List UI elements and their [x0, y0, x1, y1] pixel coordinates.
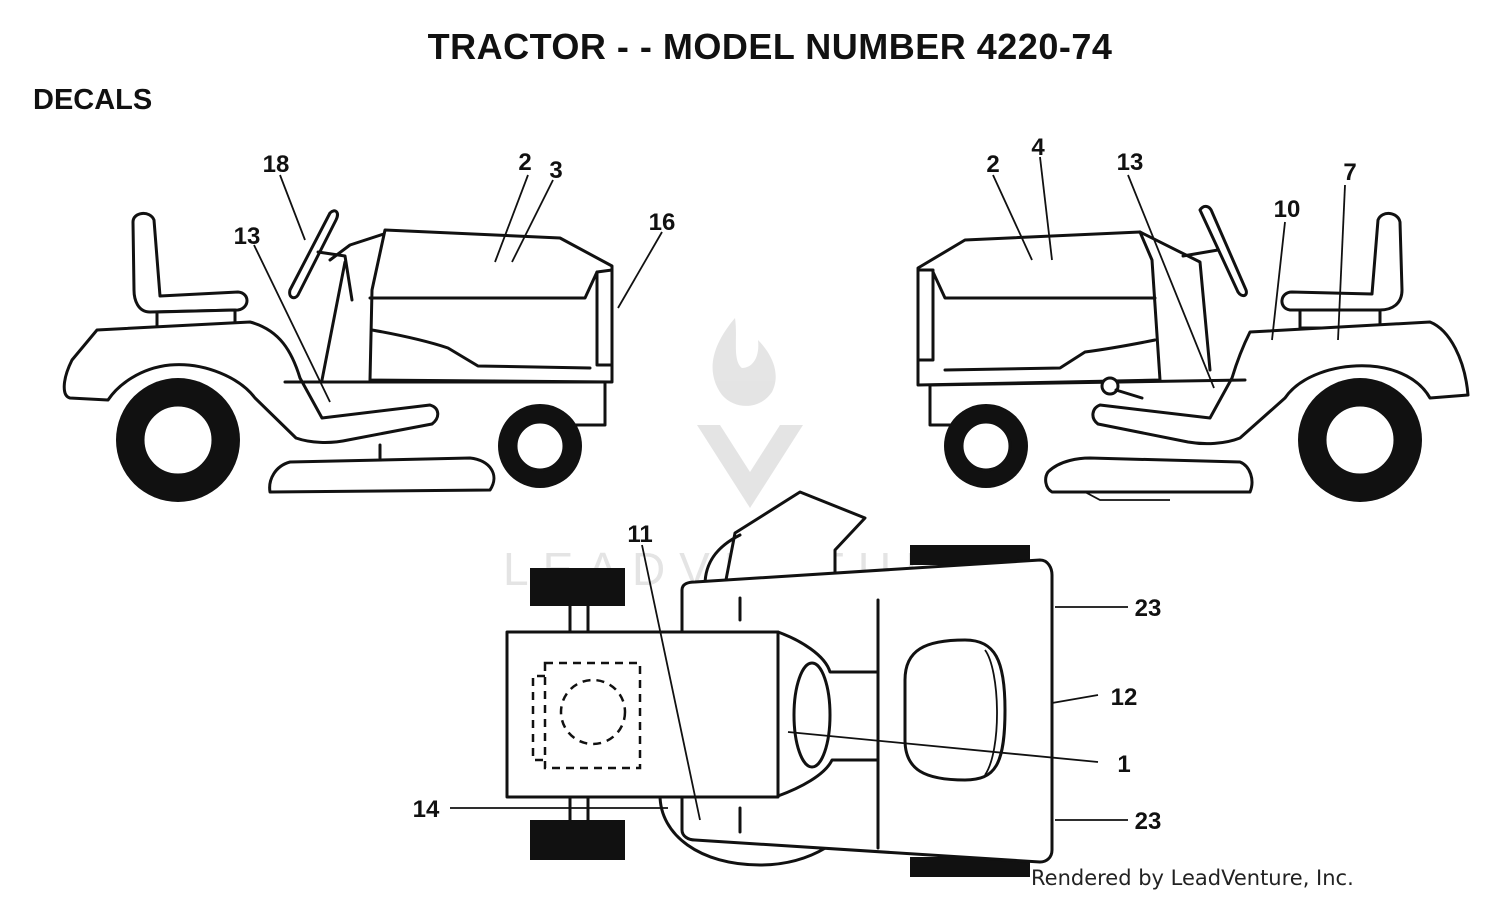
- tractor-top-view: 11 23 12 1 14 23: [413, 490, 1162, 877]
- callout-label: 11: [627, 521, 652, 548]
- callout-label: 16: [649, 209, 676, 236]
- callout-label: 2: [518, 149, 531, 176]
- page-title: TRACTOR - - MODEL NUMBER 4220-74: [427, 26, 1113, 67]
- callout-label: 7: [1343, 159, 1356, 186]
- callout-label: 13: [234, 223, 261, 250]
- callout-label: 23: [1135, 808, 1162, 835]
- callout-label: 13: [1117, 149, 1144, 176]
- tractor-left-side-view: 18 2 3 16 13: [62, 149, 676, 502]
- callout-label: 1: [1117, 751, 1130, 778]
- callout-label: 18: [263, 151, 290, 178]
- tractor-right-side-view: 2 4 13 10 7: [916, 134, 1470, 502]
- callout-label: 10: [1274, 196, 1301, 223]
- footer-credit: Rendered by LeadVenture, Inc.: [1031, 866, 1354, 890]
- section-heading: DECALS: [33, 84, 153, 116]
- callout-label: 3: [549, 157, 562, 184]
- callout-label: 12: [1111, 684, 1138, 711]
- callout-label: 23: [1135, 595, 1162, 622]
- callout-label: 2: [986, 151, 999, 178]
- callout-label: 4: [1031, 134, 1045, 161]
- callout-label: 14: [413, 796, 440, 823]
